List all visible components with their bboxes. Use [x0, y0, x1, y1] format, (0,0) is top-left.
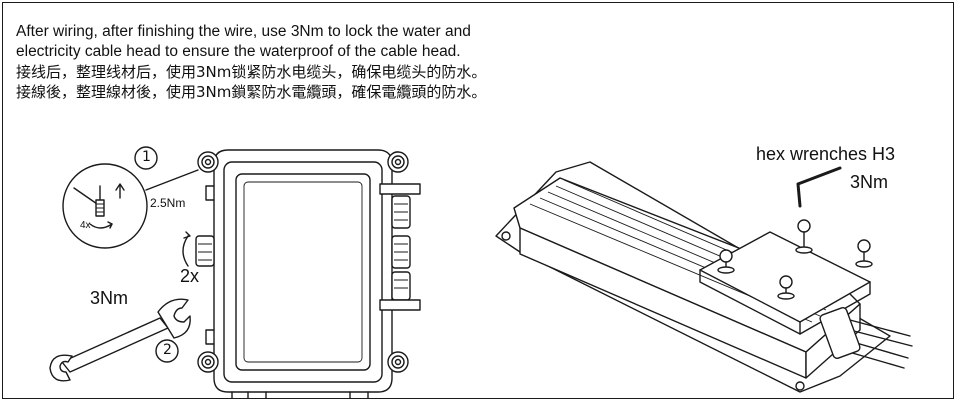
inset-detail [62, 163, 199, 249]
instruction-zh-traditional: 接線後，整理線材後，使用3Nm鎖緊防水電纜頭，確保電纜頭的防水。 [16, 83, 487, 101]
tool-torque-label: 3Nm [850, 172, 889, 192]
instruction-en-line-1: After wiring, after finishing the wire, … [16, 23, 471, 40]
tool-label: hex wrenches H3 [756, 144, 896, 164]
wrench-torque-label: 3Nm [90, 288, 129, 308]
instruction-text: After wiring, after finishing the wire, … [16, 22, 716, 102]
instruction-en-line-2: electricity cable head to ensure the wat… [16, 43, 461, 60]
hex-wrench-icon [796, 166, 842, 208]
instruction-zh-simplified: 接线后，整理线材后，使用3Nm锁紧防水电缆头，确保电缆头的防水。 [16, 63, 487, 81]
step-2-label: 2 [163, 342, 172, 358]
inset-torque-label: 2.5Nm [150, 196, 186, 210]
left-gland [182, 231, 215, 267]
corner-screws [197, 151, 409, 373]
cover-screws [717, 219, 873, 300]
step-1-label: 1 [142, 149, 151, 165]
gland-count-label: 2x [180, 266, 200, 286]
step-1-marker [134, 146, 158, 170]
wrench-icon [49, 298, 191, 382]
inset-count-label: 4x [80, 220, 91, 231]
cable-glands [379, 183, 421, 311]
controller-housing [495, 161, 913, 393]
step-2-marker [155, 339, 179, 363]
